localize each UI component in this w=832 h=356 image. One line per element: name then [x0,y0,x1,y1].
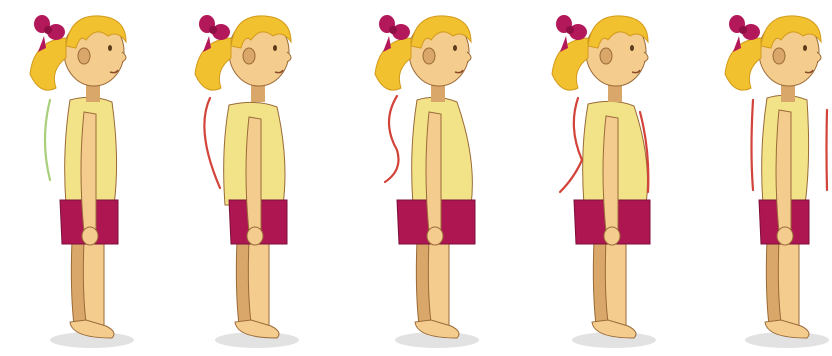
girl-figure-normal [0,0,170,356]
bow-knot [44,26,52,34]
girl-drawing [695,0,832,356]
ponytail [375,38,411,90]
posture-line-front [827,110,828,190]
eye [803,45,807,51]
girl-drawing [522,0,692,356]
bow-knot [389,26,397,34]
ponytail [195,38,231,90]
girl-figure-flat-back [695,0,832,356]
arm [426,112,441,232]
ear [423,48,435,64]
posture-line-back [752,100,754,190]
arm [603,116,618,232]
hand [777,227,793,245]
legs [592,240,636,338]
ponytail [552,38,588,90]
front-leg [778,240,799,330]
girl-figure-lordosis [345,0,515,356]
girl-figure-kypholordosis [522,0,692,356]
ear [243,48,255,64]
front-leg [248,240,269,330]
posture-line-back [560,98,582,192]
hand [247,227,263,245]
nose [817,52,821,62]
arm [776,110,791,232]
front-leg [428,240,449,330]
girl-drawing [165,0,335,356]
ear [600,48,612,64]
eye [273,45,277,51]
legs [235,240,279,338]
front-leg [83,240,104,330]
nose [287,52,291,62]
arm [81,112,96,232]
nose [644,52,648,62]
ear [773,48,785,64]
hand [604,227,620,245]
ear [78,48,90,64]
nose [122,52,126,62]
ponytail [30,38,66,90]
arm [246,117,261,232]
bow-knot [209,26,217,34]
ponytail [725,38,761,90]
posture-line-back [45,100,50,180]
hand [82,227,98,245]
girl-drawing [345,0,515,356]
bow-knot [566,26,574,34]
bow-knot [739,26,747,34]
eye [453,45,457,51]
girl-drawing [0,0,170,356]
tank-top [412,97,473,205]
front-leg [605,240,626,330]
legs [415,240,459,338]
nose [467,52,471,62]
posture-line-back [385,96,399,182]
eye [108,45,112,51]
legs [765,240,809,338]
eye [630,45,634,51]
girl-figure-kyphosis [165,0,335,356]
legs [70,240,114,338]
hand [427,227,443,245]
posture-line-back [204,98,220,188]
